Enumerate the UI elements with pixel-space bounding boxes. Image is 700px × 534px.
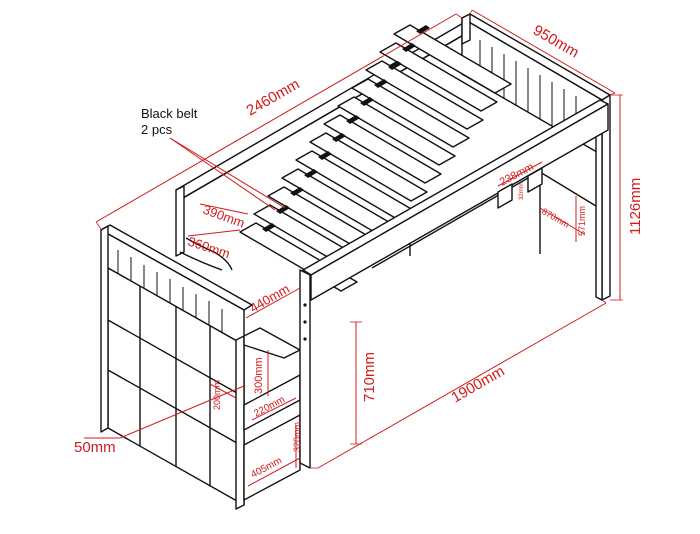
dim-50: 50mm bbox=[74, 385, 245, 456]
dim-360-label: 360mm bbox=[186, 234, 232, 262]
dim-360: 360mm bbox=[186, 229, 241, 262]
dim-200-label: 200mm bbox=[212, 380, 222, 410]
dim-1900-label: 1900mm bbox=[449, 363, 508, 407]
ladder-guard bbox=[175, 185, 233, 271]
dim-320-label: 320mm bbox=[292, 422, 302, 452]
dim-571: 571mm bbox=[575, 196, 587, 242]
callout-leader-2 bbox=[169, 137, 276, 211]
black-belts bbox=[262, 25, 430, 232]
dim-440: 440mm bbox=[245, 281, 301, 319]
bed-slats bbox=[239, 24, 512, 292]
dim-710-label: 710mm bbox=[361, 352, 378, 402]
dim-2460-label: 2460mm bbox=[244, 76, 303, 120]
head-board-slats bbox=[479, 40, 577, 140]
callout-line-2: 2 pcs bbox=[141, 122, 173, 137]
dim-390-label: 390mm bbox=[201, 202, 247, 231]
dim-390: 390mm bbox=[199, 202, 249, 231]
black-belt-callout: Black belt 2 pcs bbox=[141, 106, 286, 211]
callout-leader bbox=[169, 137, 286, 209]
dim-50-label: 50mm bbox=[74, 439, 116, 456]
dim-571-label: 571mm bbox=[577, 206, 587, 236]
callout-line-1: Black belt bbox=[141, 106, 198, 121]
dim-710: 710mm bbox=[350, 321, 378, 445]
dim-200: 200mm bbox=[209, 380, 237, 410]
dim-32-label: 32mm bbox=[519, 183, 525, 200]
dim-870-label: 870mm bbox=[540, 206, 571, 230]
bed-frame bbox=[100, 13, 611, 510]
dim-1900: 1900mm bbox=[310, 299, 607, 469]
dim-320: 320mm bbox=[292, 422, 302, 468]
under-frame bbox=[371, 167, 597, 269]
front-side-rail bbox=[302, 99, 609, 301]
dim-32: 32mm bbox=[519, 183, 525, 200]
dim-1126-label: 1126mm bbox=[627, 178, 644, 235]
stair-unit bbox=[100, 225, 301, 510]
dim-300-label: 300mm bbox=[253, 357, 265, 394]
dim-1126: 1126mm bbox=[610, 94, 644, 301]
dim-300: 300mm bbox=[253, 350, 269, 396]
dim-440-label: 440mm bbox=[247, 281, 292, 316]
